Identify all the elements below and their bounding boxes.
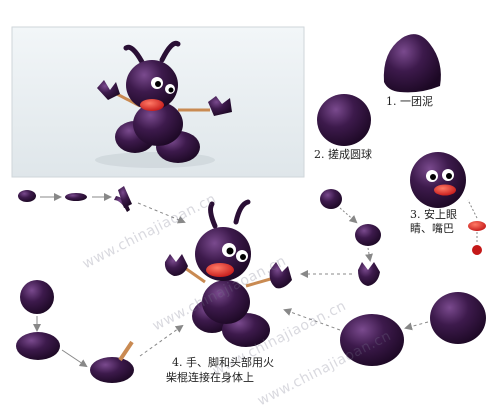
- finished-ant-photo: [11, 26, 305, 178]
- assembled-ant: [164, 199, 292, 347]
- step3-label-line2: 睛、嘴巴: [410, 222, 454, 235]
- step3-label-line1: 3. 安上眼: [410, 208, 457, 221]
- leg-steps: [16, 280, 184, 383]
- step1-label: 1. 一团泥: [386, 95, 433, 108]
- step2-clay-ball: [317, 94, 371, 146]
- hand-steps: [300, 189, 381, 286]
- step3-head-with-face: [410, 152, 486, 255]
- step4-label-line1: 4. 手、脚和头部用火: [172, 356, 274, 369]
- step1-clay-lump: [383, 34, 441, 93]
- tutorial-illustration: [11, 26, 486, 383]
- step4-label-line2: 柴棍连接在身体上: [166, 371, 254, 384]
- body-ball-steps: [283, 292, 486, 366]
- antenna-steps: [18, 186, 186, 224]
- step2-label: 2. 搓成圆球: [314, 148, 372, 161]
